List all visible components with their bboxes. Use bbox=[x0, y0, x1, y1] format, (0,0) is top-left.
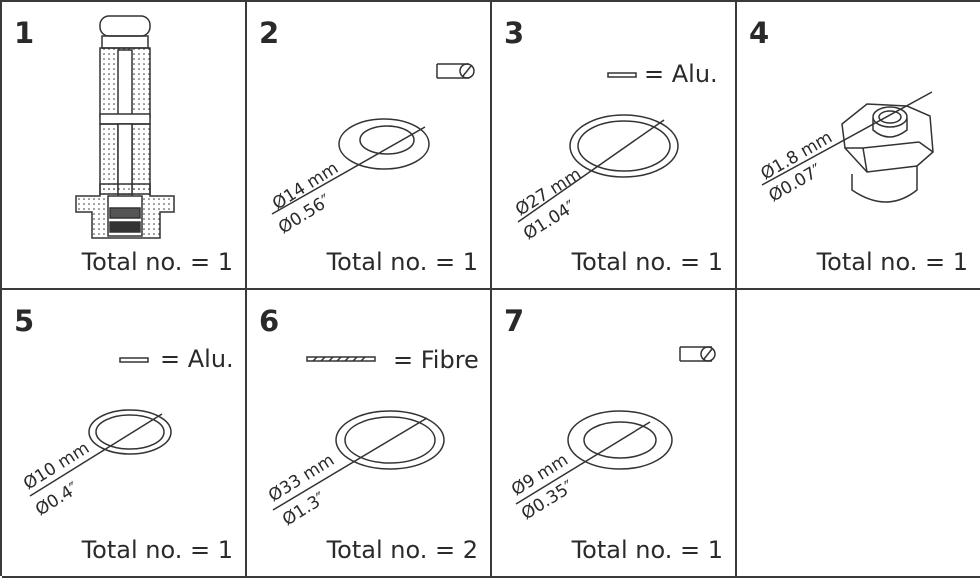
washer-drawing: Ø9 mm Ø0.35″ bbox=[508, 346, 716, 524]
part-number: 1 bbox=[14, 16, 35, 50]
total-count: Total no. = 1 bbox=[81, 536, 233, 564]
total-count: Total no. = 1 bbox=[816, 248, 968, 276]
part-number: 5 bbox=[14, 304, 35, 338]
total-count: Total no. = 1 bbox=[571, 248, 723, 276]
nozzle-drawing: Ø1.8 mm Ø0.07″ bbox=[758, 91, 934, 206]
part-cell-4: Ø1.8 mm Ø0.07″ 4 Total no. = 1 bbox=[737, 2, 980, 290]
fibre-ring-drawing: Ø33 mm Ø1.3″ = Fibre bbox=[265, 346, 479, 530]
part-cell-6: Ø33 mm Ø1.3″ = Fibre 6 Total no. = 2 bbox=[247, 290, 492, 578]
part-cell-3: Ø27 mm Ø1.04″ = Alu. 3 Total no. = 1 bbox=[492, 2, 737, 290]
part-number: 4 bbox=[749, 16, 770, 50]
part-number: 7 bbox=[504, 304, 525, 338]
alu-ring-drawing: Ø10 mm Ø0.4″ = Alu. bbox=[20, 345, 234, 520]
fibre-section-icon bbox=[306, 356, 376, 362]
part-cell-5: Ø10 mm Ø0.4″ = Alu. 5 Total no. = 1 bbox=[2, 290, 247, 578]
flat-ring-section-icon bbox=[119, 357, 149, 363]
total-count: Total no. = 1 bbox=[81, 248, 233, 276]
material-legend: = Alu. bbox=[644, 60, 718, 88]
material-legend: = Fibre bbox=[393, 346, 479, 374]
part-cell-7: Ø9 mm Ø0.35″ 7 Total no. = 1 bbox=[492, 290, 737, 578]
part-cell-1: 1 Total no. = 1 bbox=[2, 2, 247, 290]
dimension-mm: Ø10 mm bbox=[20, 438, 93, 494]
round-section-icon bbox=[679, 346, 716, 362]
material-legend: = Alu. bbox=[160, 345, 234, 373]
washer-drawing: Ø14 mm Ø0.56″ bbox=[269, 63, 475, 238]
total-count: Total no. = 1 bbox=[326, 248, 478, 276]
flat-ring-section-icon bbox=[607, 72, 637, 78]
valve-cartridge-drawing bbox=[75, 15, 175, 239]
part-number: 6 bbox=[259, 304, 280, 338]
round-section-icon bbox=[436, 63, 475, 79]
total-count: Total no. = 1 bbox=[571, 536, 723, 564]
alu-ring-drawing: Ø27 mm Ø1.04″ = Alu. bbox=[512, 60, 718, 244]
part-cell-2: Ø14 mm Ø0.56″ 2 Total no. = 1 bbox=[247, 2, 492, 290]
part-number: 2 bbox=[259, 16, 280, 50]
empty-cell bbox=[737, 290, 980, 578]
part-number: 3 bbox=[504, 16, 525, 50]
total-count: Total no. = 2 bbox=[326, 536, 478, 564]
